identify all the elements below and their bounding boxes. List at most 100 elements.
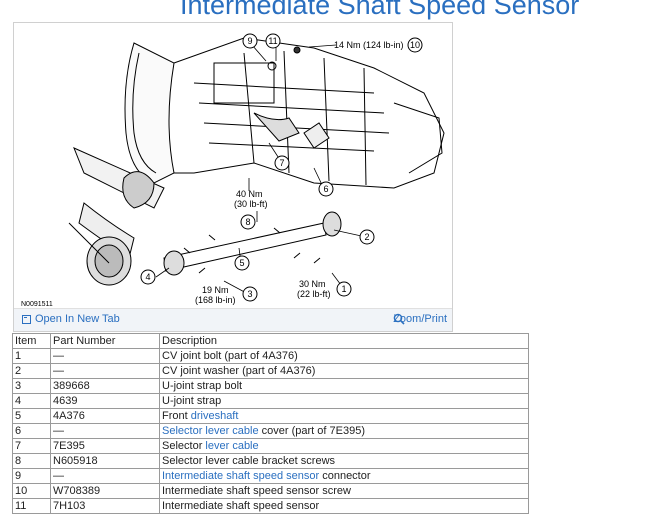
zoom-print-button[interactable]: Zoom/Print (393, 313, 447, 325)
cell-item: 4 (12, 393, 51, 409)
cell-item: 5 (12, 408, 51, 424)
svg-text:6: 6 (323, 184, 328, 194)
svg-text:9: 9 (247, 36, 252, 46)
callout-8: 8 (240, 214, 256, 230)
svg-text:8: 8 (245, 217, 250, 227)
table-row: 2—CV joint washer (part of 4A376) (12, 363, 529, 379)
svg-text:11: 11 (268, 36, 277, 46)
description-link[interactable]: lever cable (205, 440, 259, 452)
cell-description: U-joint strap (159, 393, 529, 409)
cell-description: CV joint bolt (part of 4A376) (159, 348, 529, 364)
description-link[interactable]: Selector lever cable (162, 425, 259, 437)
torque-label-1a: 30 Nm (299, 279, 326, 289)
open-new-tab-label: Open In New Tab (35, 313, 120, 325)
header-item: Item (12, 333, 51, 349)
cell-item: 10 (12, 483, 51, 499)
cell-description: Intermediate shaft speed sensor screw (159, 483, 529, 499)
table-row: 6—Selector lever cable cover (part of 7E… (12, 423, 529, 439)
cell-part-number: 389668 (50, 378, 160, 394)
torque-label-8b: (30 lb-ft) (234, 199, 268, 209)
cell-description: Intermediate shaft speed sensor (159, 498, 529, 514)
torque-label-3a: 19 Nm (202, 285, 229, 295)
callout-11: 11 (265, 33, 281, 49)
callout-6: 6 (318, 181, 334, 197)
cell-part-number: — (50, 363, 160, 379)
cell-item: 11 (12, 498, 51, 514)
description-text: Front (162, 410, 191, 422)
table-header-row: Item Part Number Description (12, 333, 529, 349)
svg-text:3: 3 (247, 289, 252, 299)
cell-part-number: 7H103 (50, 498, 160, 514)
open-new-tab-button[interactable]: Open In New Tab (22, 313, 120, 325)
torque-label-3b: (168 lb-in) (195, 295, 236, 305)
cell-part-number: — (50, 348, 160, 364)
header-description: Description (159, 333, 529, 349)
description-link[interactable]: driveshaft (190, 410, 239, 422)
description-text-suffix: connector (319, 470, 371, 482)
figure-id: N0091511 (21, 301, 53, 308)
cell-part-number: 4A376 (50, 408, 160, 424)
description-text: Intermediate shaft speed sensor (162, 500, 320, 512)
cell-part-number: 7E395 (50, 438, 160, 454)
description-text: U-joint strap bolt (162, 380, 243, 392)
callout-2: 2 (359, 229, 375, 245)
callout-9: 9 (242, 33, 258, 49)
cell-part-number: N605918 (50, 453, 160, 469)
cell-part-number: W708389 (50, 483, 160, 499)
svg-text:5: 5 (239, 258, 244, 268)
callout-5: 5 (234, 255, 250, 271)
header-part-number: Part Number (50, 333, 160, 349)
description-text: Selector (162, 440, 206, 452)
cell-part-number: — (50, 423, 160, 439)
cell-description: Front driveshaft (159, 408, 529, 424)
axle-drawing (68, 147, 165, 286)
parts-table: Item Part Number Description 1—CV joint … (12, 333, 529, 514)
description-text: Selector lever cable bracket screws (162, 455, 336, 467)
cell-item: 3 (12, 378, 51, 394)
svg-text:1: 1 (341, 284, 346, 294)
cell-item: 7 (12, 438, 51, 454)
cell-description: Selector lever cable cover (part of 7E39… (159, 423, 529, 439)
cell-description: CV joint washer (part of 4A376) (159, 363, 529, 379)
description-text: CV joint washer (part of 4A376) (162, 365, 316, 377)
cell-item: 2 (12, 363, 51, 379)
description-text: CV joint bolt (part of 4A376) (162, 350, 298, 362)
transmission-drawing (124, 37, 445, 189)
callout-10: 10 (407, 37, 423, 53)
cell-item: 1 (12, 348, 51, 364)
cell-item: 8 (12, 453, 51, 469)
callout-3: 3 (242, 286, 258, 302)
magnifier-icon (393, 313, 405, 325)
parts-table-body: 1—CV joint bolt (part of 4A376)2—CV join… (12, 348, 529, 514)
diagram-figure[interactable]: 14 Nm (124 lb-in) 40 Nm (30 lb-ft) 30 Nm… (13, 22, 453, 332)
torque-label-8a: 40 Nm (236, 189, 263, 199)
table-row: 1—CV joint bolt (part of 4A376) (12, 348, 529, 364)
callout-7: 7 (274, 155, 290, 171)
cell-description: Intermediate shaft speed sensor connecto… (159, 468, 529, 484)
svg-text:10: 10 (410, 40, 420, 50)
description-link[interactable]: Intermediate shaft speed sensor (162, 470, 320, 482)
open-tab-icon (22, 314, 31, 324)
cell-description: Selector lever cable bracket screws (159, 453, 529, 469)
cell-part-number: 4639 (50, 393, 160, 409)
svg-text:7: 7 (279, 158, 284, 168)
description-text: U-joint strap (162, 395, 222, 407)
cell-item: 9 (12, 468, 51, 484)
driveshaft-drawing (163, 211, 342, 276)
cell-description: U-joint strap bolt (159, 378, 529, 394)
callout-1: 1 (336, 281, 352, 297)
svg-text:4: 4 (145, 272, 150, 282)
description-text-suffix: cover (part of 7E395) (258, 425, 365, 437)
svg-text:2: 2 (364, 232, 369, 242)
description-text: Intermediate shaft speed sensor screw (162, 485, 351, 497)
zoom-print-label: Zoom/Print (393, 313, 447, 325)
torque-label-10: 14 Nm (124 lb-in) (334, 40, 404, 50)
figure-toolbar: Open In New Tab Zoom/Print (14, 308, 452, 331)
page-title: Intermediate Shaft Speed Sensor (180, 0, 580, 20)
